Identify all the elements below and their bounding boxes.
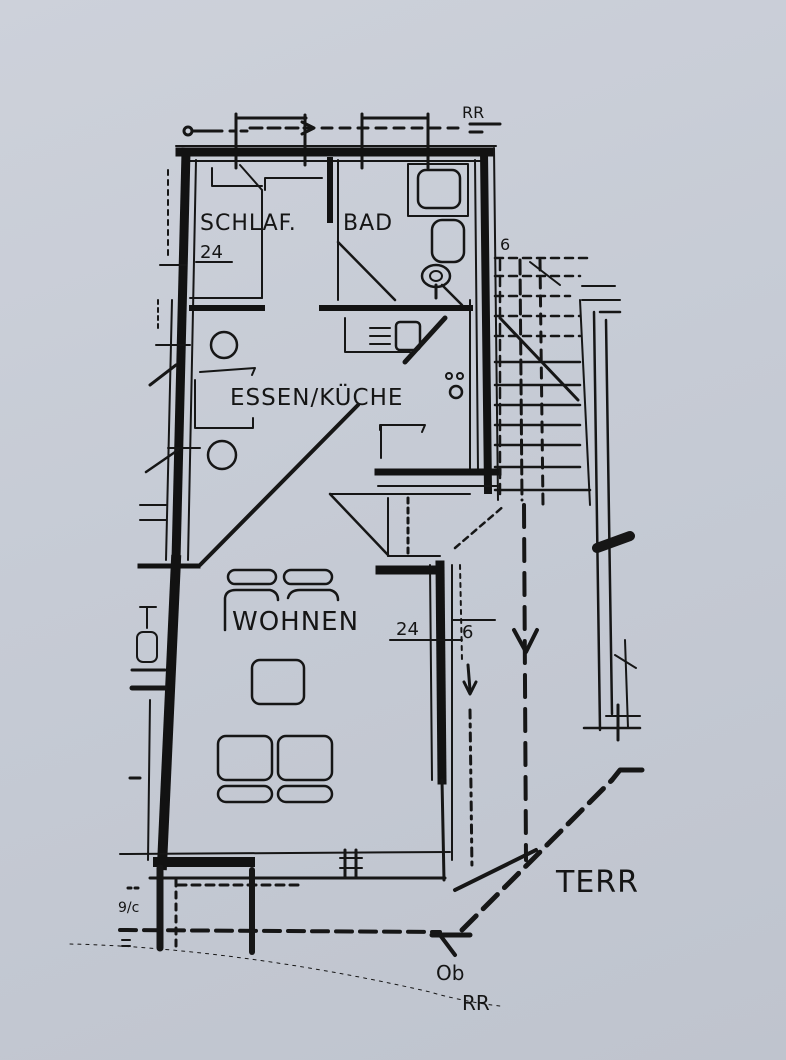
armchair-icon (216, 734, 274, 782)
room-label-bad: BAD (343, 211, 393, 236)
bathtub-icon (416, 168, 462, 210)
stove-burner-icon (445, 372, 453, 380)
armchair-icon (276, 734, 334, 782)
chair-icon (206, 439, 238, 471)
label-terrace: TERR (555, 865, 639, 900)
cushion-icon (226, 568, 278, 586)
dimension-wohnen-b: 6 (462, 622, 473, 643)
stove-burner-icon (448, 384, 464, 400)
room-label-wohnen: WOHNEN (232, 607, 359, 637)
label-bad-wall-mark: 6 (500, 235, 510, 254)
outer-walls (119, 145, 499, 882)
label-rr-bottom: RR (462, 991, 490, 1015)
room-labels: SCHLAF. 24 BAD ESSEN/KÜCHE WOHNEN 24 6 (195, 211, 473, 643)
stove-burner-icon (456, 372, 464, 380)
entrance-path (389, 503, 645, 933)
cushion-icon (276, 784, 334, 804)
coffee-table-icon (250, 658, 306, 706)
cushion-icon (216, 784, 274, 804)
cushion-icon (282, 568, 334, 586)
dimension-schlaf: 24 (200, 242, 223, 263)
chair-icon (209, 330, 239, 360)
shower-icon (430, 218, 466, 264)
label-bottom-left-mark: 9/c (118, 900, 139, 916)
top-dimension-line (182, 112, 502, 170)
furniture (194, 330, 464, 804)
staircase (493, 256, 642, 742)
dimension-wohnen: 24 (396, 619, 419, 640)
label-ob: Ob (436, 961, 464, 985)
bathroom-fixtures (407, 163, 469, 307)
annotation-labels: RR 6 TERR Ob RR 9/c (118, 103, 639, 1015)
interior-walls (69, 157, 507, 1007)
room-label-essen-kueche: ESSEN/KÜCHE (230, 383, 403, 411)
room-label-schlaf: SCHLAF. (200, 211, 297, 236)
label-rr-top: RR (462, 103, 484, 122)
